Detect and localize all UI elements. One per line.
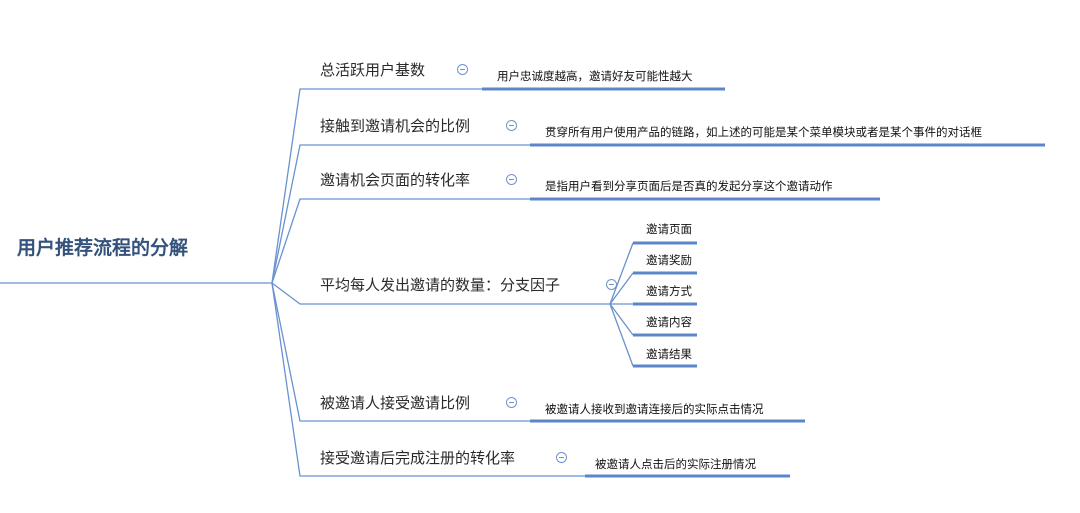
branch-note[interactable]: 贯穿所有用户使用产品的链路，如上述的可能是某个菜单模块或者是某个事件的对话框 [545,125,982,139]
branch-note[interactable]: 被邀请人接收到邀请连接后的实际点击情况 [545,402,764,416]
branch-topic[interactable]: 接受邀请后完成注册的转化率 [320,449,516,467]
collapse-icon[interactable] [556,452,567,463]
branch-topic[interactable]: 邀请机会页面的转化率 [320,171,471,189]
collapse-icon[interactable] [606,279,617,290]
sub-topic[interactable]: 邀请结果 [646,347,692,361]
sub-topic[interactable]: 邀请页面 [646,222,692,236]
branch-note[interactable]: 用户忠诚度越高，邀请好友可能性越大 [497,69,693,83]
branch-topic[interactable]: 接触到邀请机会的比例 [320,117,471,135]
branch-note[interactable]: 被邀请人点击后的实际注册情况 [595,457,756,471]
sub-topic[interactable]: 邀请内容 [646,315,692,329]
collapse-icon[interactable] [506,120,517,131]
collapse-icon[interactable] [506,397,517,408]
branch-topic[interactable]: 总活跃用户基数 [320,61,426,79]
branch-note[interactable]: 是指用户看到分享页面后是否真的发起分享这个邀请动作 [545,179,833,193]
sub-topic[interactable]: 邀请奖励 [646,253,692,267]
collapse-icon[interactable] [506,174,517,185]
root-topic[interactable]: 用户推荐流程的分解 [17,237,189,259]
sub-topic[interactable]: 邀请方式 [646,284,692,298]
collapse-icon[interactable] [457,64,468,75]
branch-topic[interactable]: 平均每人发出邀请的数量：分支因子 [320,276,561,294]
branch-topic[interactable]: 被邀请人接受邀请比例 [320,394,471,412]
